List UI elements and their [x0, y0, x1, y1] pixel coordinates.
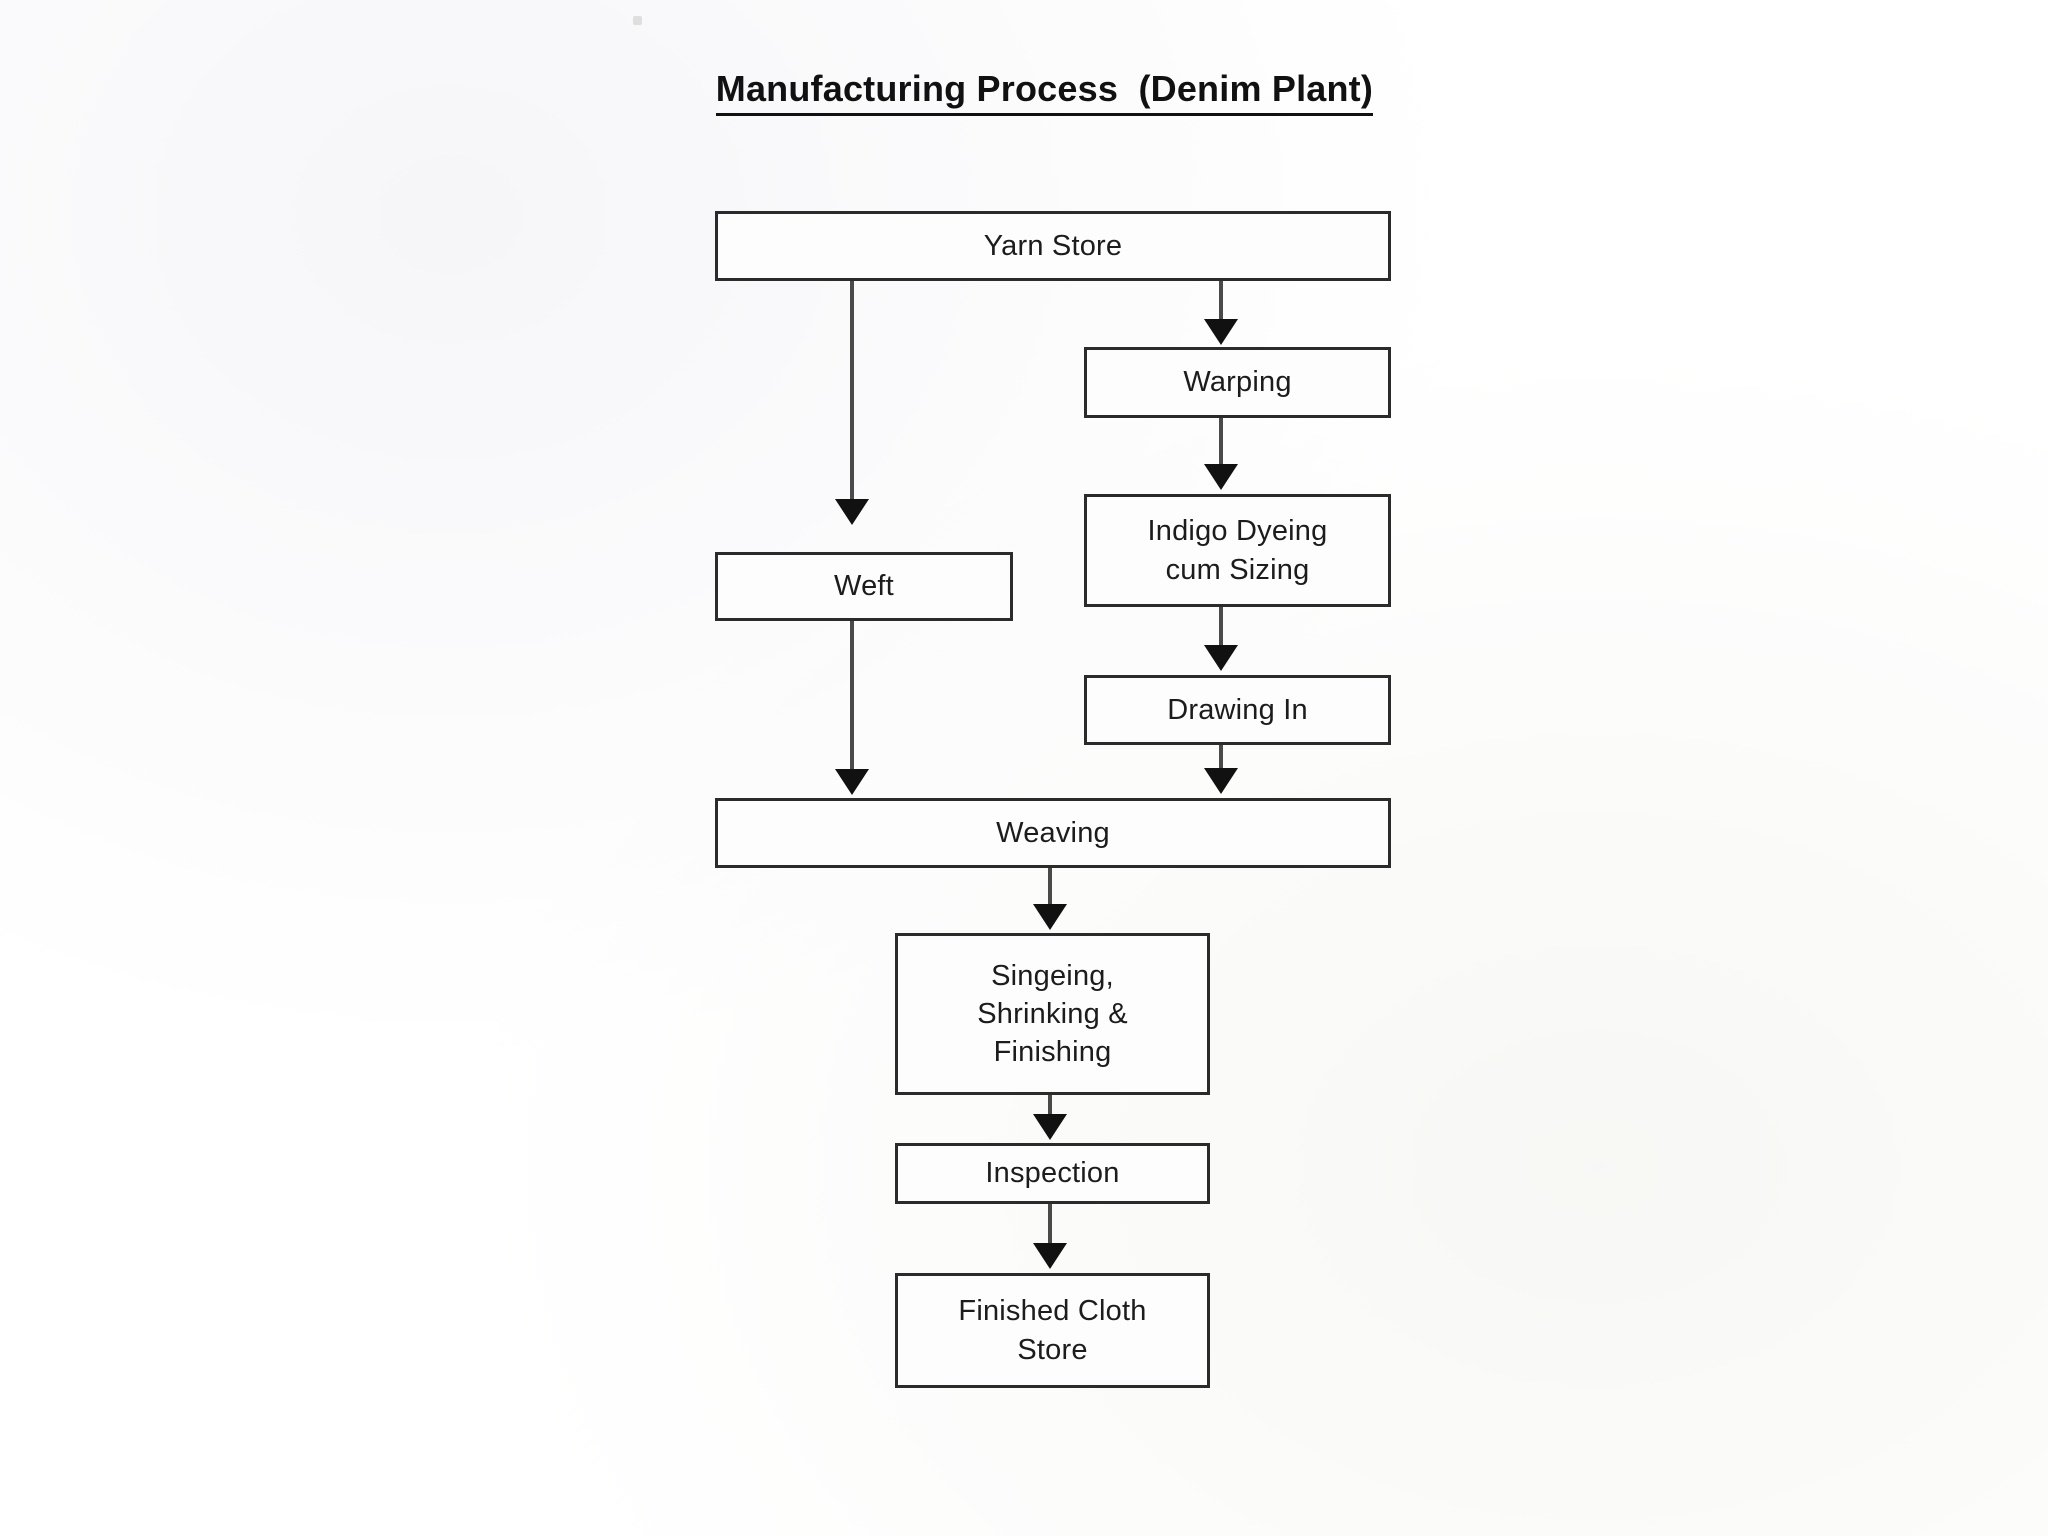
node-singeing-shrinking-finishing-label: Singeing, Shrinking & Finishing — [977, 959, 1128, 1069]
node-finished-cloth-store[interactable]: Finished Cloth Store — [895, 1273, 1210, 1388]
edge-line — [1219, 745, 1223, 772]
node-inspection[interactable]: Inspection — [895, 1143, 1210, 1204]
node-yarn-store-label: Yarn Store — [983, 229, 1123, 262]
edge-line — [1048, 868, 1052, 908]
arrowhead-down-icon — [835, 769, 869, 795]
arrowhead-down-icon — [1204, 645, 1238, 671]
node-indigo-dyeing-cum-sizing[interactable]: Indigo Dyeing cum Sizing — [1084, 494, 1391, 607]
edge-line — [1219, 281, 1223, 323]
node-weft[interactable]: Weft — [715, 552, 1013, 621]
edge-line — [1219, 607, 1223, 649]
arrowhead-down-icon — [1204, 319, 1238, 345]
node-drawing-in[interactable]: Drawing In — [1084, 675, 1391, 745]
page-title-text: Manufacturing Process (Denim Plant) — [715, 68, 1374, 116]
scan-artifact-speck — [633, 16, 642, 25]
edge-line — [850, 621, 854, 773]
node-warping-label: Warping — [1183, 366, 1292, 399]
arrowhead-down-icon — [835, 499, 869, 525]
node-warping[interactable]: Warping — [1084, 347, 1391, 418]
node-yarn-store[interactable]: Yarn Store — [715, 211, 1391, 281]
arrowhead-down-icon — [1204, 768, 1238, 794]
edge-line — [1048, 1204, 1052, 1247]
page-title: Manufacturing Process (Denim Plant) — [0, 26, 2048, 158]
node-weaving[interactable]: Weaving — [715, 798, 1391, 868]
node-weft-label: Weft — [834, 570, 894, 603]
node-drawing-in-label: Drawing In — [1167, 693, 1308, 726]
node-inspection-label: Inspection — [985, 1157, 1120, 1190]
node-indigo-dyeing-cum-sizing-label: Indigo Dyeing cum Sizing — [1147, 515, 1328, 586]
edge-line — [850, 281, 854, 503]
arrowhead-down-icon — [1033, 1114, 1067, 1140]
node-singeing-shrinking-finishing[interactable]: Singeing, Shrinking & Finishing — [895, 933, 1210, 1095]
node-weaving-label: Weaving — [996, 816, 1110, 849]
arrowhead-down-icon — [1204, 464, 1238, 490]
arrowhead-down-icon — [1033, 1243, 1067, 1269]
edge-line — [1219, 418, 1223, 468]
edge-line — [1048, 1095, 1052, 1118]
node-finished-cloth-store-label: Finished Cloth Store — [958, 1295, 1147, 1366]
arrowhead-down-icon — [1033, 904, 1067, 930]
